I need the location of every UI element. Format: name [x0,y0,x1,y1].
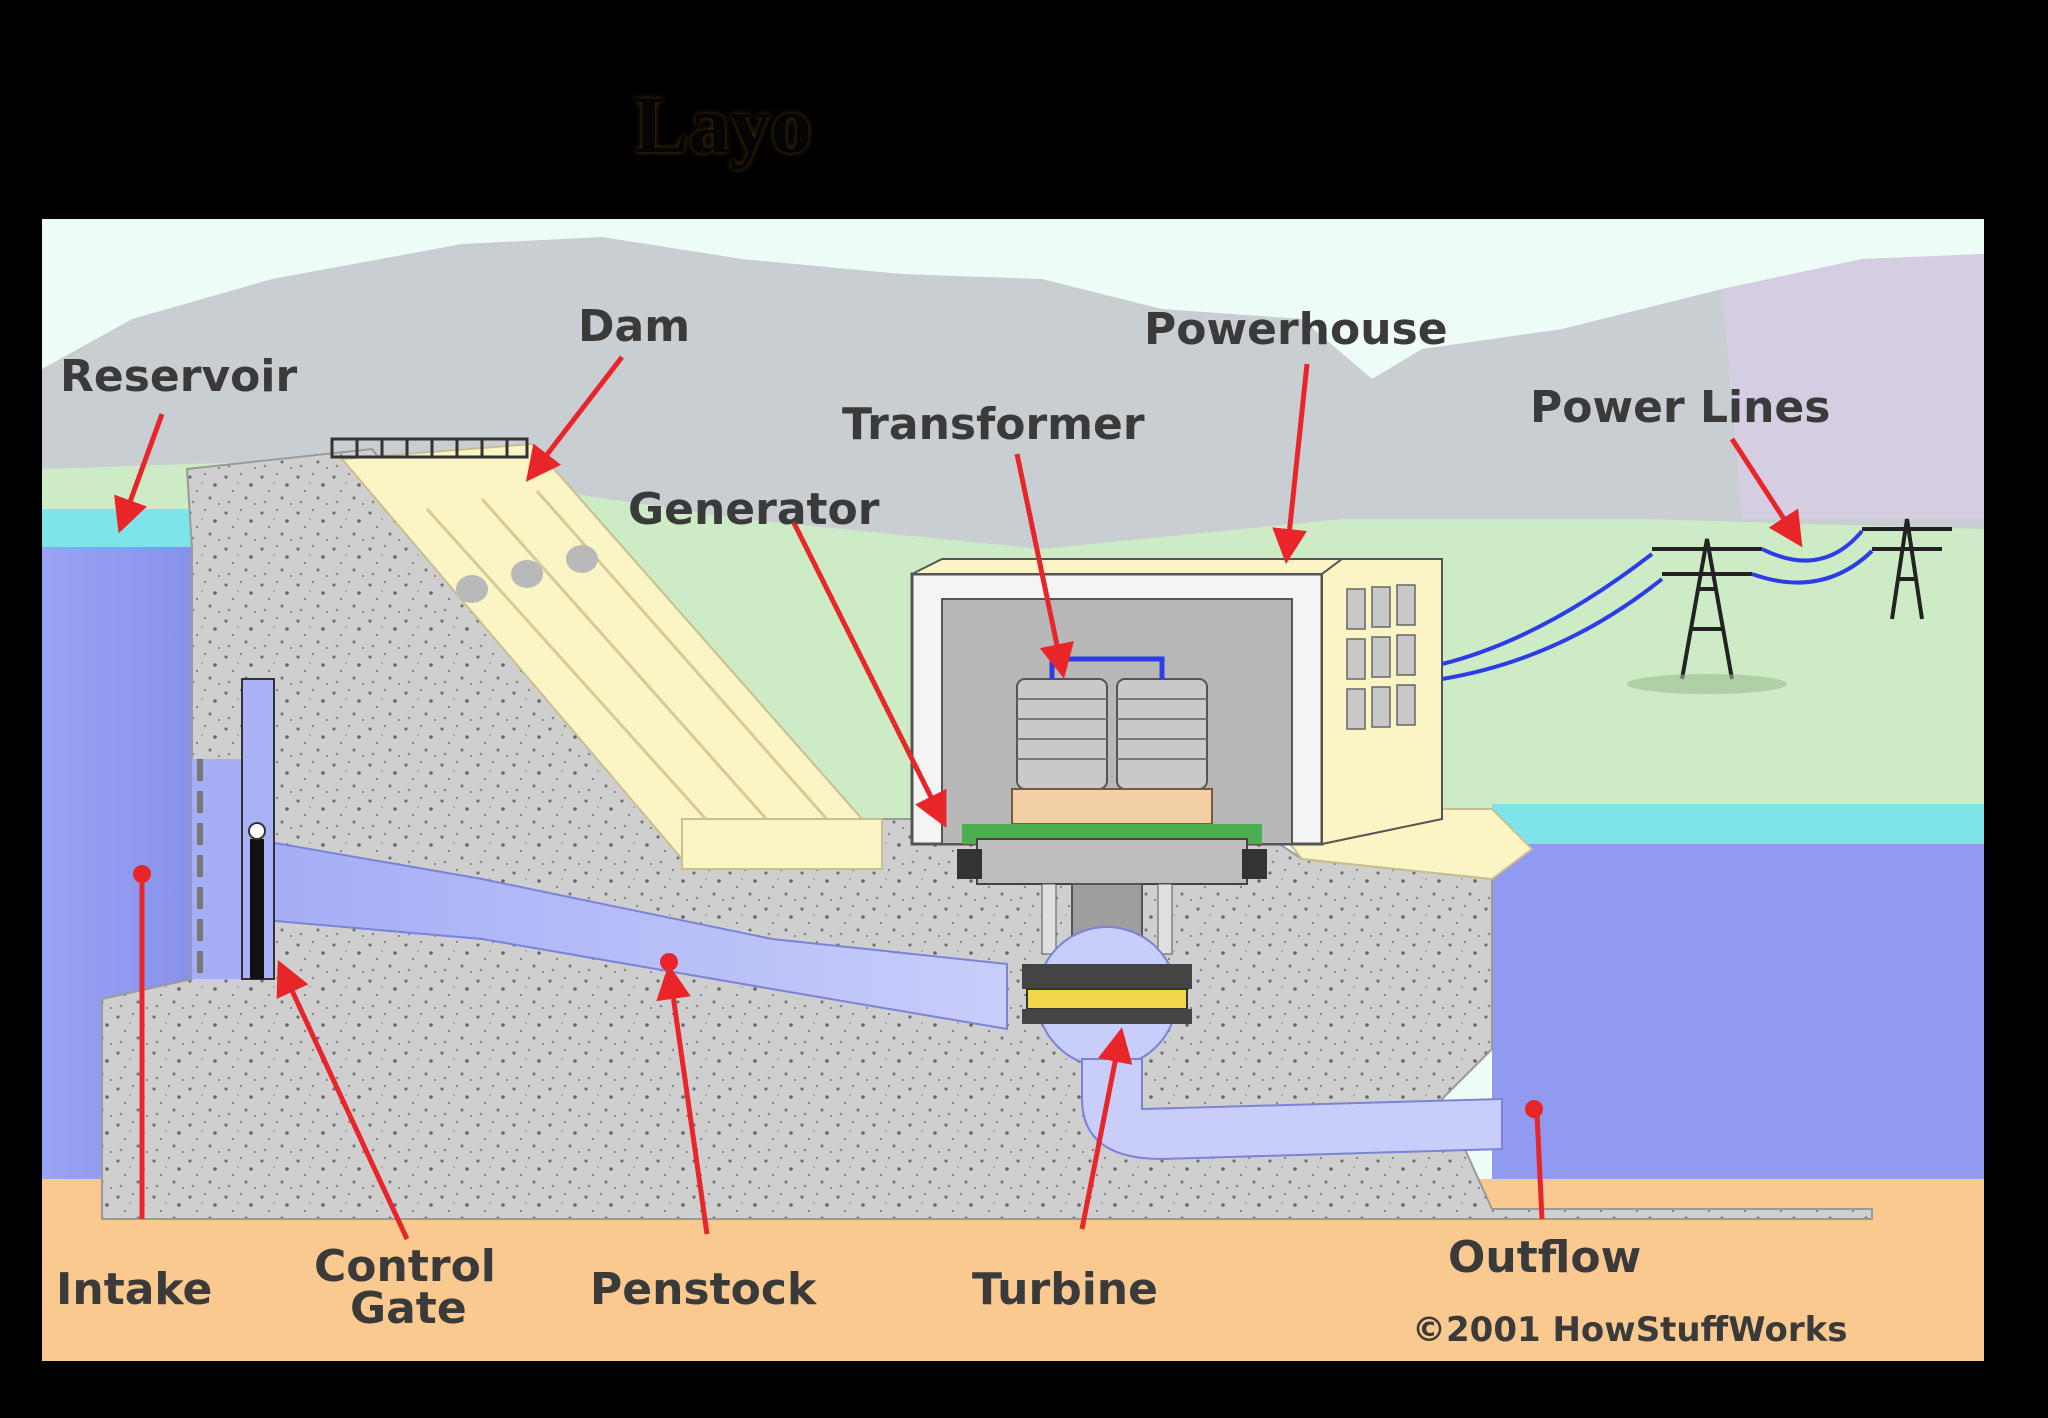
label-powerhouse: Powerhouse [1144,304,1448,355]
label-outflow: Outflow [1448,1232,1641,1283]
outflow-tube [1081,1058,1503,1161]
label-arrows [114,355,1803,1241]
control-gate [197,678,275,980]
label-reservoir: Reservoir [60,351,297,402]
label-penstock: Penstock [590,1264,818,1315]
power-line-cables [1441,529,1874,681]
turbine-runner [1022,964,1192,1024]
label-transformer: Transformer [842,399,1145,450]
dam-railing [330,437,529,459]
label-dam: Dam [578,301,690,352]
penstock-pipe [251,837,1008,1031]
label-turbine: Turbine [972,1264,1158,1315]
slide-title: Layo [634,79,812,170]
tailrace-water [1492,809,1984,1219]
hydroelectric-dam-diagram: Reservoir Dam Powerhouse Transformer Pow… [42,219,1984,1361]
reservoir-surface [42,509,192,547]
copyright-notice: ©2001 HowStuffWorks [1412,1310,1847,1350]
label-power-lines: Power Lines [1530,382,1830,433]
label-intake: Intake [56,1264,212,1315]
label-control-gate-line1: Control [314,1241,496,1292]
label-generator: Generator [628,484,880,535]
label-control-gate-line2: Gate [350,1283,467,1334]
tailrace-surface [1492,804,1984,844]
transmission-towers [1652,518,1952,680]
transformer-unit [1011,656,1213,825]
